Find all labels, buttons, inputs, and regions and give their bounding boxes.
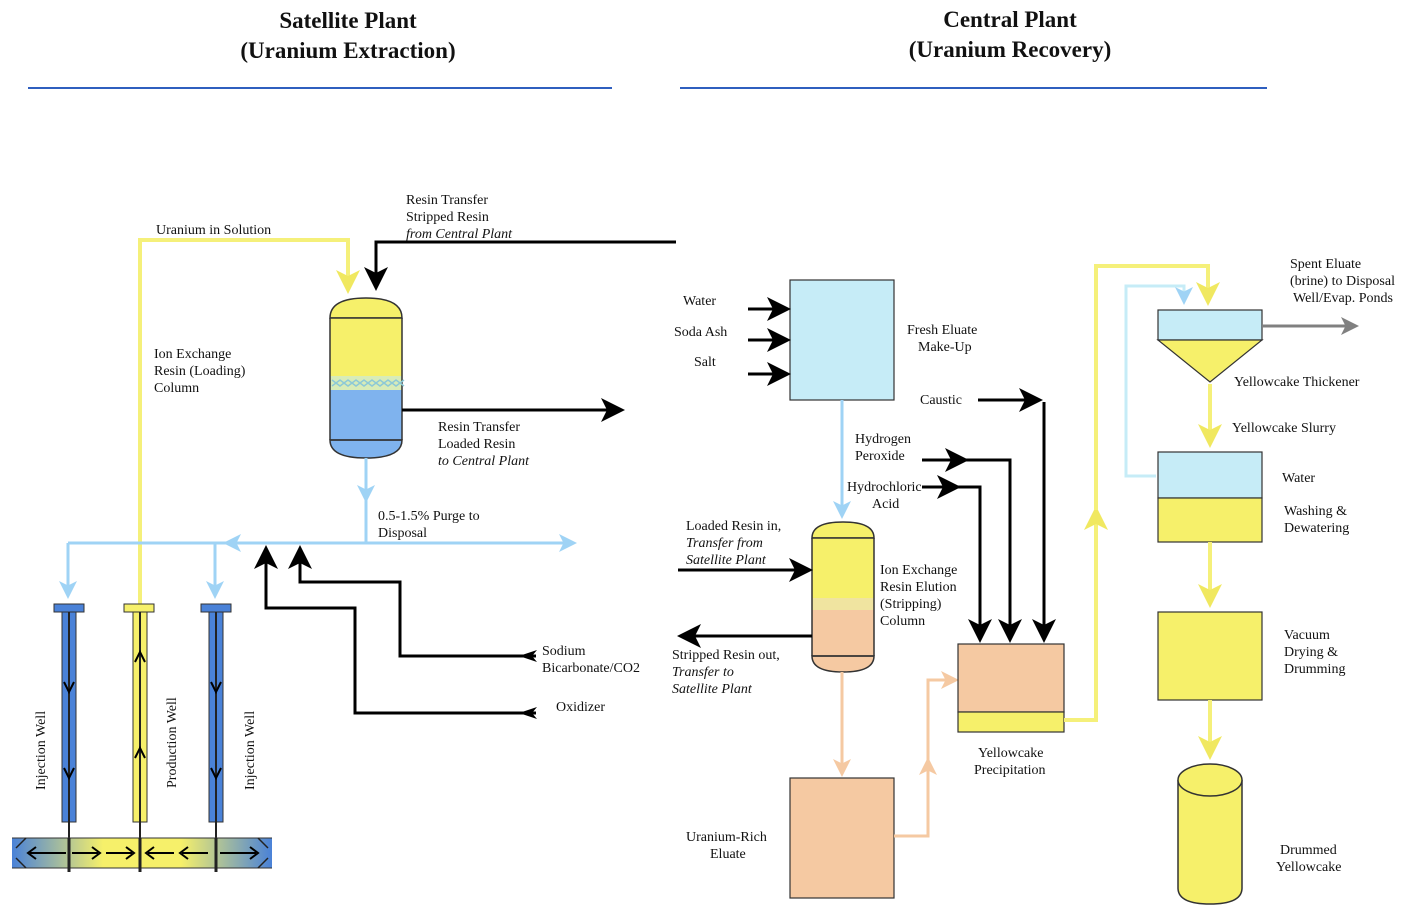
resin-transfer-loaded-line3: to Central Plant <box>438 454 530 469</box>
eluate-to-precip-line1 <box>894 757 937 838</box>
salt-label: Salt <box>694 355 716 370</box>
slurry-up-line1 <box>1064 506 1108 722</box>
stripped-resin-out-line1: Stripped Resin out, <box>672 648 780 663</box>
wash-water-label: Water <box>1282 471 1315 486</box>
eluate-to-precip-line2 <box>926 671 959 760</box>
uranium-in-solution-label: Uranium in Solution <box>156 223 271 238</box>
yellowcake-precipitation-tank <box>957 643 1065 733</box>
central-plant-subtitle: (Uranium Recovery) <box>909 37 1111 62</box>
loaded-resin-in-line2: Transfer from <box>686 536 763 551</box>
uranium-solution-line <box>138 238 360 606</box>
ion-exchange-elution-column <box>811 521 875 673</box>
loaded-resin-in-line1: Loaded Resin in, <box>686 519 781 534</box>
yellowcake-thickener <box>1156 309 1264 383</box>
drummed-yellowcake-line1: Drummed <box>1280 843 1337 858</box>
washing-line2: Dewatering <box>1284 521 1349 536</box>
elution-column-line4: Column <box>880 614 925 629</box>
sodium-bicarbonate-line <box>288 545 536 658</box>
soda-ash-label: Soda Ash <box>674 325 727 340</box>
fresh-eluate-line2: Make-Up <box>918 340 972 355</box>
vacuum-line3: Drumming <box>1284 662 1345 677</box>
yellowcake-thickener-label: Yellowcake Thickener <box>1234 375 1360 390</box>
fresh-eluate-line1: Fresh Eluate <box>907 323 977 338</box>
stripped-resin-return-line <box>364 240 676 291</box>
production-well-label: Production Well <box>165 697 180 788</box>
hydrochloric-line2: Acid <box>872 497 899 512</box>
hydrogen-peroxide-line1: Hydrogen <box>855 432 911 447</box>
injection-well-left <box>53 603 85 872</box>
uranium-rich-eluate-line2: Eluate <box>710 847 746 862</box>
washing-dewatering-tank <box>1157 451 1263 543</box>
precipitation-line2: Precipitation <box>974 763 1046 778</box>
spent-eluate-line2: (brine) to Disposal <box>1290 274 1395 289</box>
satellite-plant-title: Satellite Plant <box>279 8 417 33</box>
oxidizer-line <box>254 545 536 715</box>
injection-well-right <box>200 603 232 872</box>
sodium-label-line1: Sodium <box>542 644 586 659</box>
fresh-eluate-tank <box>789 279 895 401</box>
ion-exchange-loading-line1: Ion Exchange <box>154 347 231 362</box>
washing-line1: Washing & <box>1284 504 1347 519</box>
elution-column-line2: Resin Elution <box>880 580 957 595</box>
resin-transfer-loaded-line1: Resin Transfer <box>438 420 520 435</box>
hydrochloric-line1: Hydrochloric <box>847 480 922 495</box>
resin-transfer-stripped-line3: from Central Plant <box>406 227 513 242</box>
satellite-plant-subtitle: (Uranium Extraction) <box>240 38 455 63</box>
injection-well-right-label: Injection Well <box>243 711 258 790</box>
slurry-up-line2 <box>1094 264 1220 510</box>
resin-transfer-stripped-line1: Resin Transfer <box>406 193 488 208</box>
purge-label-line1: 0.5-1.5% Purge to <box>378 509 480 524</box>
resin-transfer-loaded-line2: Loaded Resin <box>438 437 515 452</box>
oxidizer-inlet-arrow <box>519 707 537 719</box>
vacuum-line2: Drying & <box>1284 645 1338 660</box>
precipitation-line1: Yellowcake <box>978 746 1043 761</box>
elution-column-line3: (Stripping) <box>880 597 942 612</box>
drummed-yellowcake-line2: Yellowcake <box>1276 860 1341 875</box>
purge-label-line2: Disposal <box>378 526 427 541</box>
sodium-label-line2: Bicarbonate/CO2 <box>542 661 640 676</box>
spent-eluate-line3: Well/Evap. Ponds <box>1293 291 1393 306</box>
stripped-resin-out-line3: Satellite Plant <box>672 682 753 697</box>
stripped-resin-out-line2: Transfer to <box>672 665 734 680</box>
yellowcake-slurry-label: Yellowcake Slurry <box>1232 421 1336 436</box>
elution-column-line1: Ion Exchange <box>880 563 957 578</box>
oxidizer-label: Oxidizer <box>556 700 605 715</box>
vacuum-line1: Vacuum <box>1284 628 1330 643</box>
sodium-inlet-arrow <box>519 650 537 662</box>
ore-zone-aquifer <box>12 837 272 872</box>
uranium-rich-eluate-line1: Uranium-Rich <box>686 830 767 845</box>
caustic-label: Caustic <box>920 393 962 408</box>
production-well <box>123 603 155 872</box>
resin-transfer-stripped-line2: Stripped Resin <box>406 210 489 225</box>
uranium-rich-eluate-tank <box>789 777 895 899</box>
injection-well-left-label: Injection Well <box>34 711 49 790</box>
water-feed-label: Water <box>683 294 716 309</box>
ion-exchange-loading-line2: Resin (Loading) <box>154 364 246 379</box>
loaded-resin-in-line3: Satellite Plant <box>686 553 767 568</box>
yellowcake-drum <box>1177 763 1243 905</box>
wash-water-recycle <box>1124 284 1193 478</box>
hydrogen-peroxide-line2: Peroxide <box>855 449 905 464</box>
central-plant-title: Central Plant <box>943 7 1077 32</box>
ion-exchange-loading-line3: Column <box>154 381 199 396</box>
ion-exchange-loading-column <box>329 297 405 459</box>
vacuum-drying-unit <box>1157 611 1263 701</box>
spent-eluate-line1: Spent Eluate <box>1290 257 1361 272</box>
